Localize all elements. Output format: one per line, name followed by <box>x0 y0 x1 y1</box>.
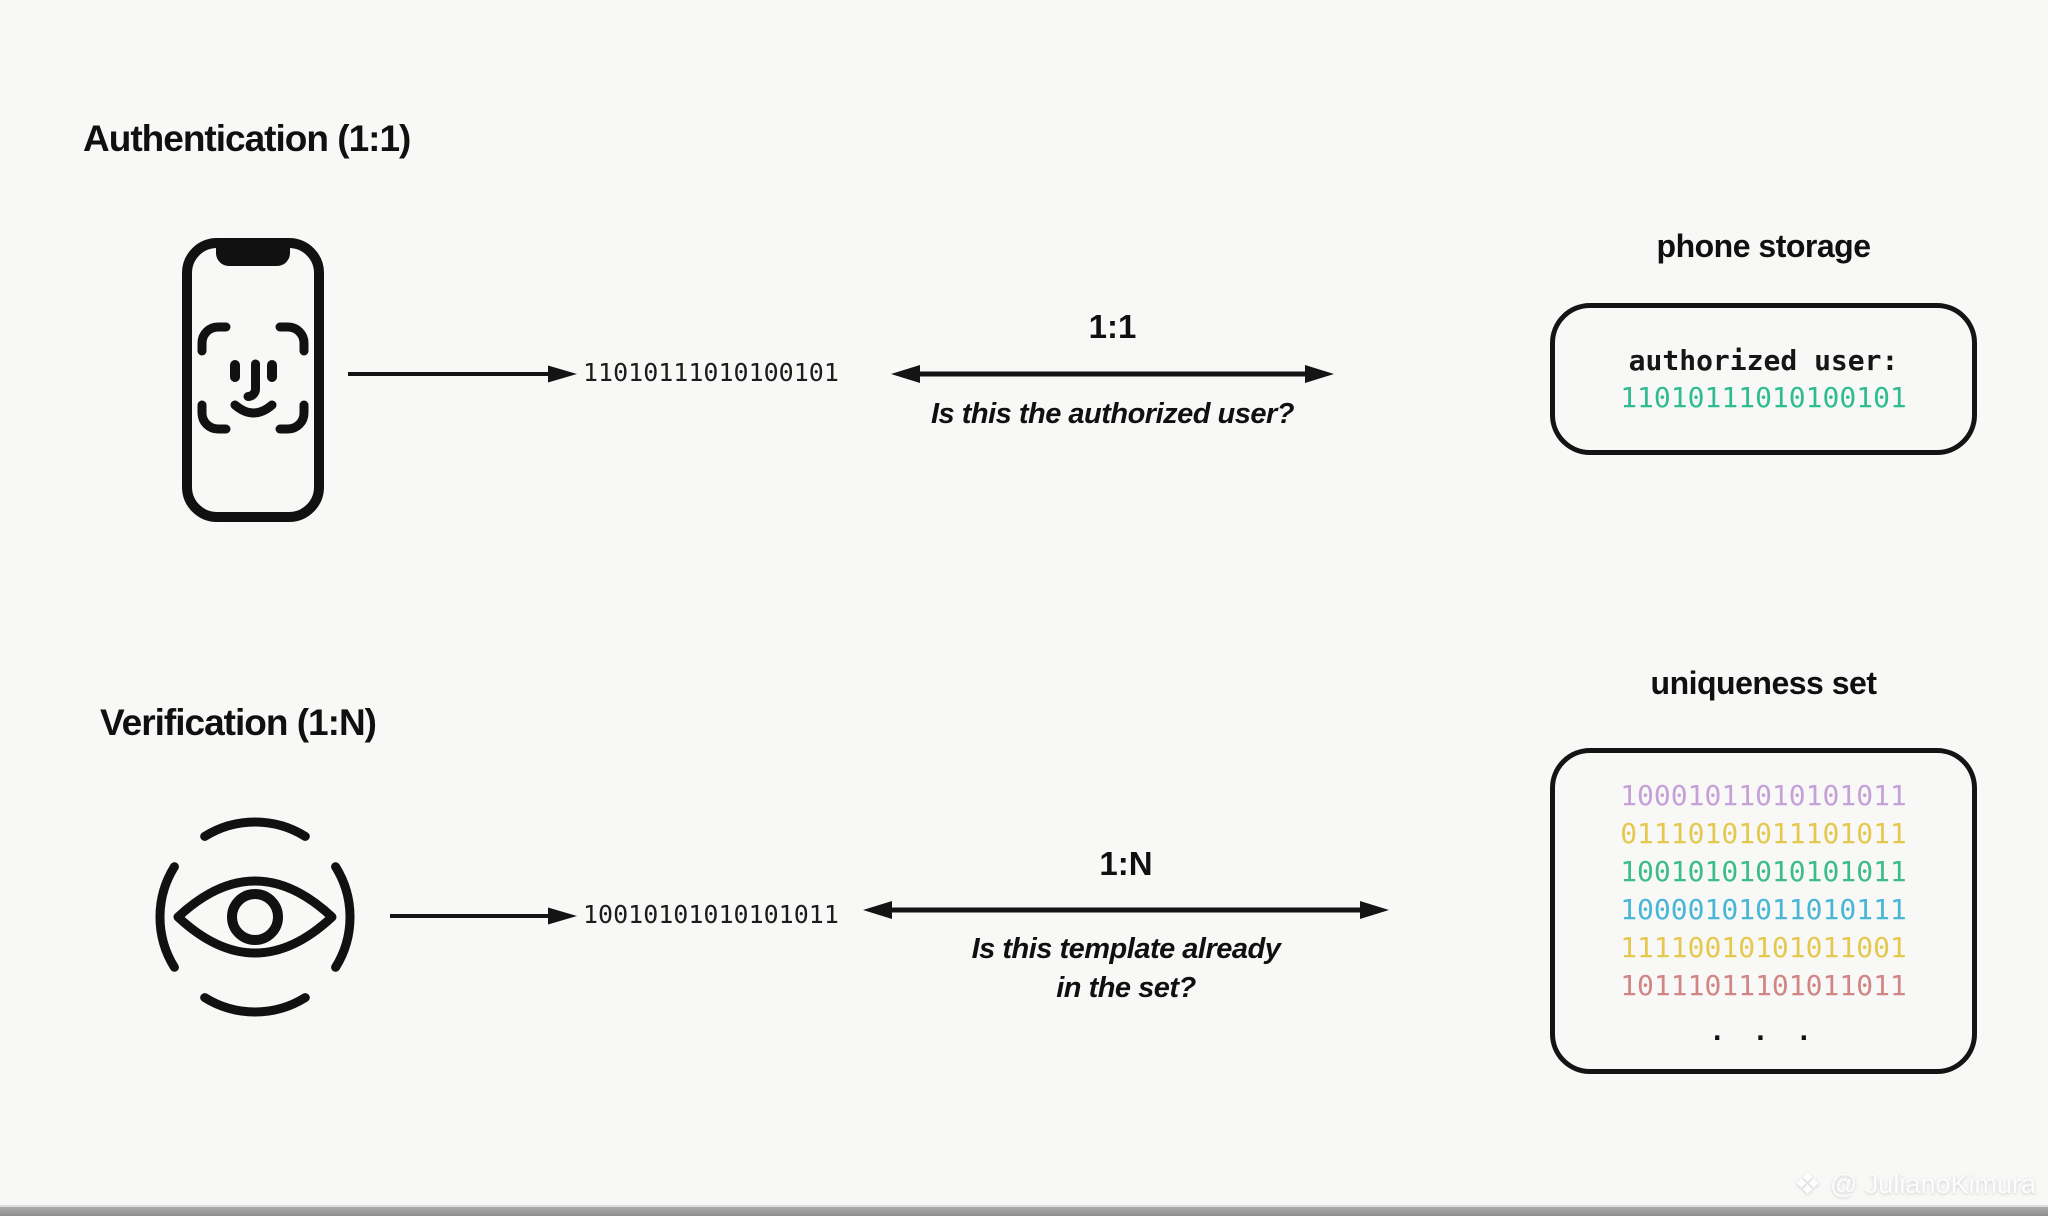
ratio-1-1-label: 1:1 <box>1088 308 1137 345</box>
verification-question-line1: Is this template already <box>971 933 1281 965</box>
authorized-user-label: authorized user: <box>1628 344 1899 377</box>
verification-title: Verification (1:N) <box>100 702 377 743</box>
set-template-row: 10001011010101011 <box>1620 779 1907 812</box>
bottom-edge-bar <box>0 1205 2048 1216</box>
phone-storage-label: phone storage <box>1656 228 1871 264</box>
uniqueness-set-box: 10001011010101011 01110101011101011 1001… <box>1550 748 1977 1074</box>
authentication-question: Is this the authorized user? <box>930 398 1295 430</box>
authorized-user-template: 11010111010100101 <box>1620 381 1907 414</box>
authentication-probe-template: 11010111010100101 <box>583 358 839 387</box>
authentication-compare: 1:1 Is this the authorized user? <box>890 308 1335 434</box>
watermark: ❖ @ JulianoKimura <box>1794 1169 2036 1200</box>
diamond-logo-icon: ❖ <box>1794 1167 1821 1201</box>
ratio-1-n-label: 1:N <box>1099 845 1153 882</box>
arrow-right-icon <box>346 362 578 386</box>
double-arrow-icon <box>862 898 1390 922</box>
verification-question-line2: in the set? <box>1056 972 1196 1004</box>
watermark-handle: @ JulianoKimura <box>1830 1169 2036 1199</box>
set-template-row: 11110010101011001 <box>1620 931 1907 964</box>
arrow-right-icon <box>388 904 578 928</box>
verification-probe-template: 10010101010101011 <box>583 900 839 929</box>
set-template-row: 10010101010101011 <box>1620 855 1907 888</box>
set-ellipsis: . . . <box>1709 1017 1818 1047</box>
set-template-row: 01110101011101011 <box>1620 817 1907 850</box>
uniqueness-set-label: uniqueness set <box>1650 665 1877 701</box>
authentication-title: Authentication (1:1) <box>83 118 411 159</box>
phone-storage-box: authorized user: 11010111010100101 <box>1550 303 1977 455</box>
set-template-row: 10111011101011011 <box>1620 969 1907 1002</box>
iris-scan-eye-icon <box>150 815 360 1020</box>
double-arrow-icon <box>890 362 1335 386</box>
face-id-phone-icon <box>182 238 324 522</box>
verification-compare: 1:N Is this template already in the set? <box>862 845 1390 1008</box>
set-template-row: 10000101011010111 <box>1620 893 1907 926</box>
